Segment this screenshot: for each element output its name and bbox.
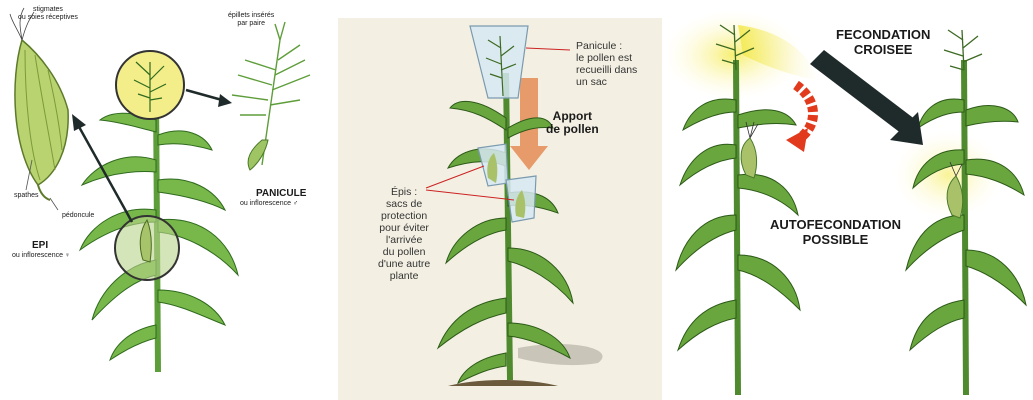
- epi-title: EPI: [32, 240, 48, 251]
- cross-fertilization-arrow: [810, 50, 923, 145]
- pedoncule-label: pédoncule: [62, 212, 94, 220]
- fertilization-drawing: [668, 0, 1033, 400]
- pollination-bagging-panel: Panicule : le pollen est recueilli dans …: [338, 18, 662, 400]
- panicule-subtitle: ou inflorescence ♂: [240, 200, 298, 208]
- panicule-title: PANICULE: [256, 188, 306, 199]
- panicle-zoom-arrow: [186, 90, 232, 107]
- tassel-bag: [470, 26, 528, 98]
- epillets-label: épillets insérés par paire: [228, 12, 274, 27]
- apport-pollen-label: Apport de pollen: [546, 110, 599, 136]
- panicle-illustration: [232, 22, 310, 165]
- autofecondation-label: AUTOFECONDATION POSSIBLE: [770, 218, 901, 248]
- spathes-label: spathes: [14, 192, 39, 200]
- ear-illustration: [10, 8, 68, 200]
- maize-anatomy-panel: stigmates ou soies réceptives épillets i…: [0, 0, 330, 400]
- fertilization-panel: FECONDATION CROISEE AUTOFECONDATION POSS…: [668, 0, 1033, 400]
- panicule-bag-note: Panicule : le pollen est recueilli dans …: [576, 40, 637, 88]
- fecondation-croisee-label: FECONDATION CROISEE: [836, 28, 930, 58]
- epi-subtitle: ou inflorescence ♀: [12, 252, 70, 260]
- epis-bag-note: Épis : sacs de protection pour éviter l'…: [378, 186, 430, 283]
- stigmates-label: stigmates ou soies réceptives: [18, 6, 78, 21]
